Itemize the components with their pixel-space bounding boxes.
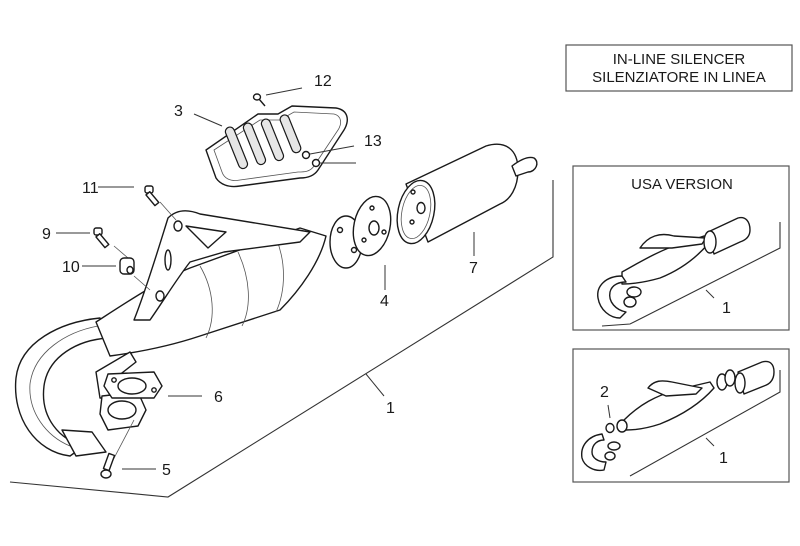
silencer-outlet [511,156,538,177]
inset-usa-bracket [601,222,781,327]
screw-6 [100,419,135,479]
inset-alt-leader-2 [607,404,611,419]
callout-12[interactable]: 13 [364,133,382,150]
callout-9[interactable]: 11 [82,180,99,197]
title-box-frame [565,44,793,92]
screw-8 [93,227,129,259]
inset-alt-bracket [629,370,781,477]
silencer-5 [396,143,538,245]
inset-usa-leader-1 [705,289,715,299]
callout-4[interactable]: 4 [380,293,389,310]
inset-alt-gasket-2 [605,422,615,434]
flange-gasket-7 [103,371,163,399]
inset-usa-title: USA VERSION [631,176,733,193]
washer-12 [301,150,311,160]
inset-alt-version: 1 2 [572,348,790,483]
screw-9 [144,185,177,221]
leader-12 [309,145,355,155]
callout-7[interactable]: 6 [214,389,223,406]
exhaust-pipe [14,210,363,457]
heat-shield-3 [205,105,348,188]
inset-alt-callout-2[interactable]: 2 [600,384,609,401]
screw-11 [252,93,266,107]
spacer-10 [119,257,151,291]
title-line-1: IN-LINE SILENCER [613,51,746,68]
title-line-2: SILENZIATORE IN LINEA [592,69,766,86]
inset-alt-callout-1[interactable]: 1 [719,450,728,467]
bracket-cutout [185,225,227,249]
title-box: IN-LINE SILENCER SILENZIATORE IN LINEA [565,44,793,92]
inset-usa-version: USA VERSION 1 [572,165,790,331]
leader-11 [265,87,303,96]
leader-1 [365,373,385,397]
callout-5[interactable]: 7 [469,260,478,277]
header-sleeve [61,429,107,457]
callout-6[interactable]: 5 [162,462,171,479]
leader-3 [193,113,223,127]
gasket-4 [352,195,392,257]
callout-1[interactable]: 1 [386,400,395,417]
assembly-bracket [9,180,554,498]
callout-3[interactable]: 3 [174,103,183,120]
inset-alt-leader-1 [705,437,715,447]
nut-13 [311,158,321,168]
header-pipe [14,317,109,457]
callout-10[interactable]: 10 [62,259,80,276]
callout-11[interactable]: 12 [314,73,332,90]
callout-8[interactable]: 9 [42,226,51,243]
mount-bracket [133,210,311,321]
inset-usa-callout-1[interactable]: 1 [722,300,731,317]
